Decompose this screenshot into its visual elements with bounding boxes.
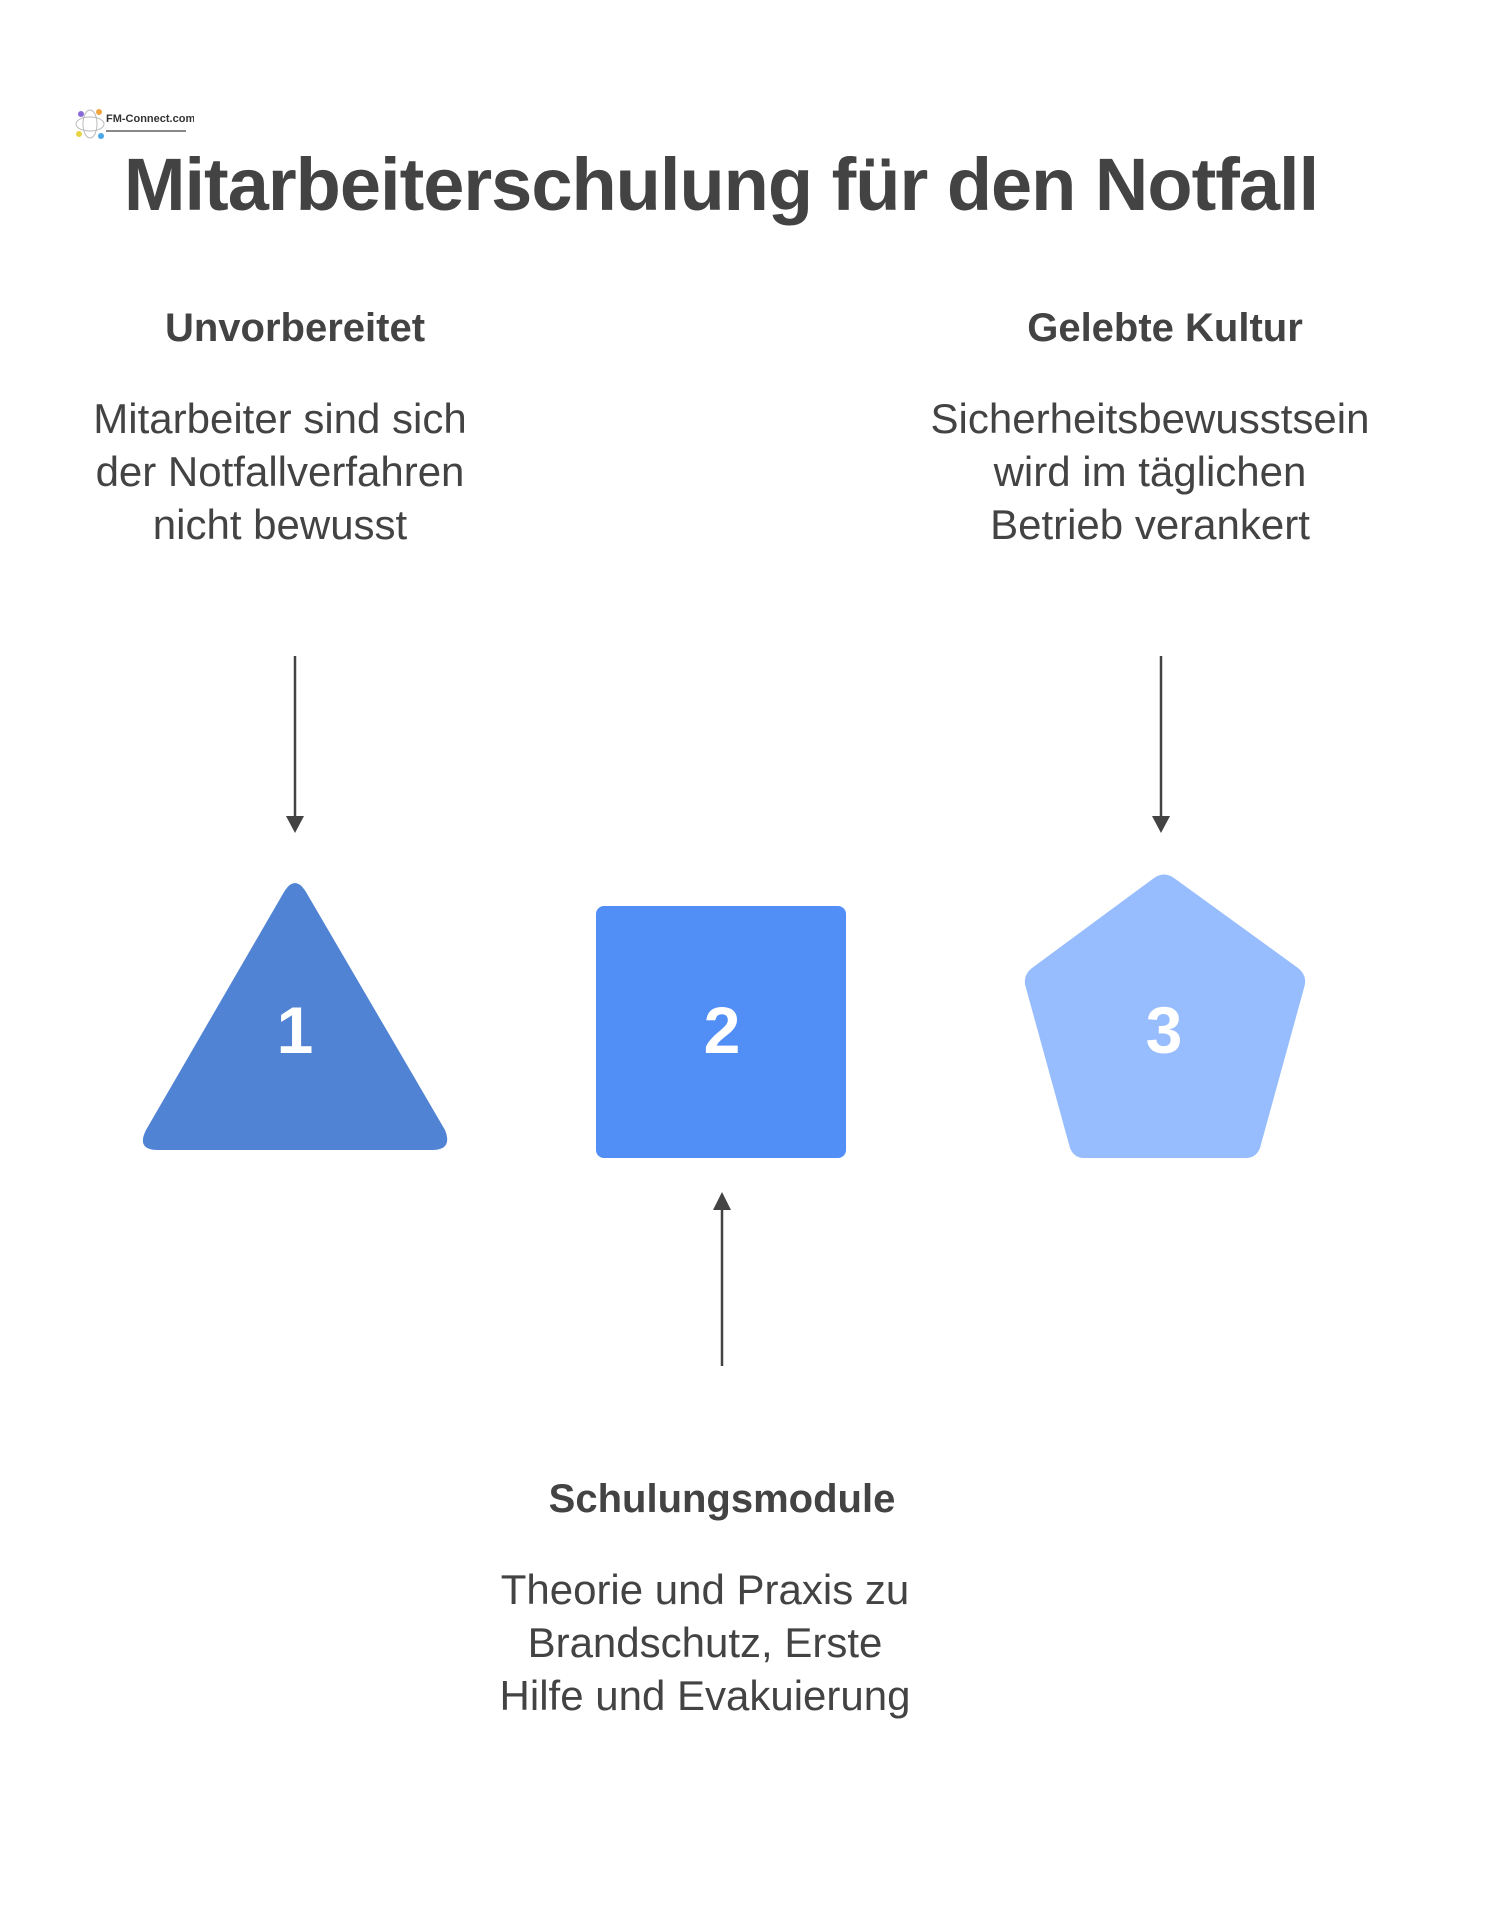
step-2-description: Theorie und Praxis zu Brandschutz, Erste… <box>405 1563 1005 1722</box>
step-2-heading: Schulungsmodule <box>548 1477 896 1521</box>
step-1-description: Mitarbeiter sind sich der Notfallverfahr… <box>0 392 580 551</box>
step-2-line: Hilfe und Evakuierung <box>499 1672 911 1719</box>
step-1-heading: Unvorbereitet <box>164 306 426 350</box>
step-2-square <box>596 906 846 1158</box>
step-3-pentagon <box>1024 874 1306 1158</box>
arrow-step-2 <box>713 1192 731 1366</box>
step-3-number: 3 <box>1146 993 1183 1067</box>
page-title: Mitarbeiterschulung für den Notfall <box>123 143 1319 226</box>
step-1-line: Mitarbeiter sind sich <box>93 395 467 442</box>
step-3-line: Betrieb verankert <box>990 501 1310 548</box>
arrow-step-3 <box>1152 656 1170 833</box>
step-2-number: 2 <box>704 993 741 1067</box>
step-3-heading: Gelebte Kultur <box>1027 306 1303 350</box>
step-2-line: Theorie und Praxis zu <box>500 1566 910 1613</box>
step-1-number: 1 <box>277 993 314 1067</box>
fm-connect-logo: FM-Connect.com <box>74 100 195 148</box>
step-1-line: der Notfallverfahren <box>95 448 465 495</box>
svg-text:FM-Connect.com: FM-Connect.com <box>106 113 194 125</box>
step-3-description: Sicherheitsbewusstsein wird im täglichen… <box>850 392 1450 551</box>
step-1-triangle <box>142 883 448 1150</box>
step-3-line: Sicherheitsbewusstsein <box>930 395 1370 442</box>
step-3-line: wird im täglichen <box>993 448 1307 495</box>
step-2-line: Brandschutz, Erste <box>527 1619 883 1666</box>
arrow-step-1 <box>286 656 304 833</box>
step-1-line: nicht bewusst <box>152 501 408 548</box>
